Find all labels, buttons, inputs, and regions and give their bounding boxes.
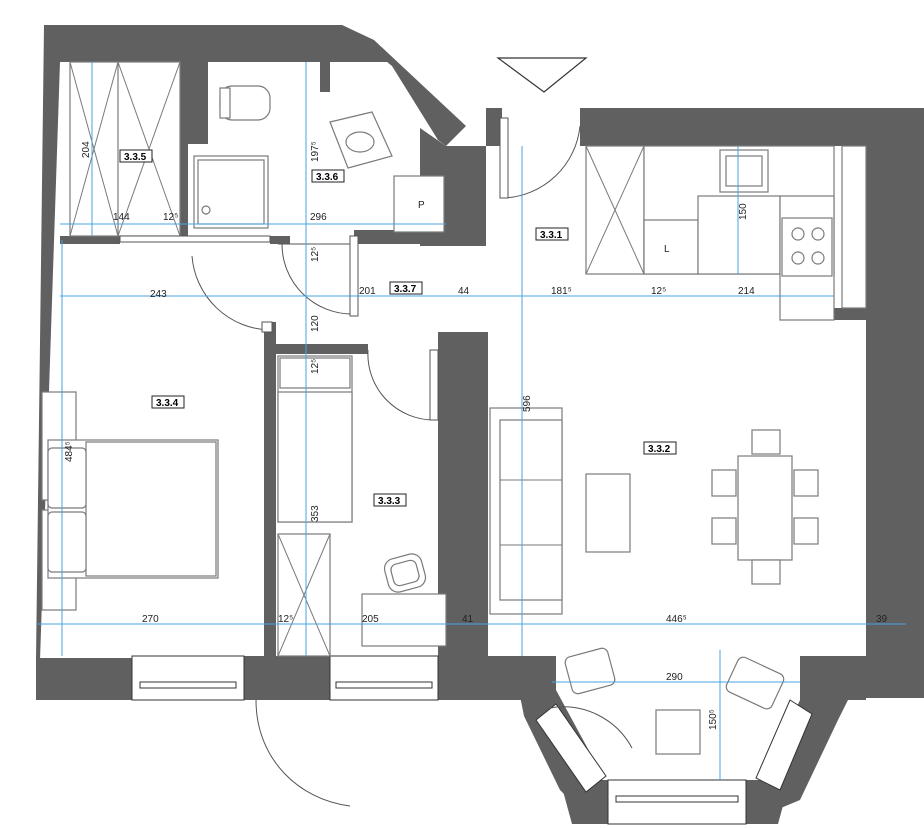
walls	[36, 25, 924, 824]
dim-204: 204	[81, 141, 92, 158]
window-bay-left	[535, 703, 607, 793]
room-labels: 3.3.5 3.3.6 3.3.1 3.3.7 3.3.4 3.3.2 3.3.…	[119, 149, 677, 507]
dim-150b: 150⁵	[708, 709, 719, 730]
chair	[751, 429, 781, 455]
dim-214: 214	[738, 286, 755, 297]
dim-144: 144	[113, 212, 130, 223]
dim-12c: 12⁵	[651, 286, 666, 297]
door-334	[191, 255, 271, 331]
svg-text:3.3.1: 3.3.1	[540, 230, 563, 241]
door-balcony	[255, 699, 351, 807]
door-333	[367, 349, 435, 421]
svg-text:3.3.2: 3.3.2	[648, 444, 671, 455]
svg-text:3.3.7: 3.3.7	[394, 284, 417, 295]
room-label-336: 3.3.6	[311, 169, 345, 183]
dim-12e: 12⁵	[278, 614, 293, 625]
chair	[751, 559, 781, 585]
dim-12d: 12⁵	[310, 359, 321, 374]
dim-181: 181⁵	[551, 286, 572, 297]
door-bay	[549, 706, 633, 749]
room-label-331: 3.3.1	[535, 227, 569, 241]
dim-596: 596	[522, 395, 533, 412]
dim-150a: 150	[738, 203, 749, 220]
coffee-table	[585, 473, 631, 553]
dimension-labels: 204 144 12⁵ 296 197⁵ 12⁵ 150 243 201 44 …	[64, 141, 888, 730]
dim-39: 39	[876, 614, 888, 625]
dim-201: 201	[359, 286, 376, 297]
svg-text:3.3.6: 3.3.6	[316, 172, 339, 183]
desk	[361, 593, 447, 647]
chair	[793, 469, 819, 497]
dim-484: 484⁵	[64, 441, 75, 462]
svg-text:3.3.4: 3.3.4	[156, 398, 179, 409]
window-bedroom	[131, 655, 245, 701]
svg-text:P: P	[418, 200, 425, 211]
dim-270: 270	[142, 614, 159, 625]
window-room-333	[329, 655, 439, 701]
side-table	[655, 709, 701, 755]
dim-243: 243	[150, 289, 167, 300]
dimension-lines	[36, 62, 906, 780]
armchair-left	[564, 647, 616, 695]
room-label-333: 3.3.3	[373, 493, 407, 507]
dim-120: 120	[310, 315, 321, 332]
dim-44: 44	[458, 286, 470, 297]
doors	[119, 117, 633, 807]
room-label-334: 3.3.4	[151, 395, 185, 409]
room-label-335: 3.3.5	[119, 149, 153, 163]
washing-machine	[393, 175, 445, 233]
dim-205: 205	[362, 614, 379, 625]
dim-446: 446⁵	[666, 614, 687, 625]
chair	[793, 517, 819, 545]
sliding-door	[119, 235, 271, 243]
desk-chair	[383, 553, 427, 593]
chair	[711, 517, 737, 545]
entrance-door	[503, 118, 581, 199]
windows	[131, 655, 813, 825]
armchair-right	[725, 656, 785, 710]
chair	[711, 469, 737, 497]
room-label-332: 3.3.2	[643, 441, 677, 455]
room-label-337: 3.3.7	[389, 281, 423, 295]
window-bay-right	[755, 699, 813, 791]
entrance-arrow-icon	[496, 57, 588, 93]
dim-290: 290	[666, 672, 683, 683]
dining-table	[737, 455, 793, 561]
svg-text:3.3.5: 3.3.5	[124, 152, 147, 163]
dim-12a: 12⁵	[163, 212, 178, 223]
dim-296: 296	[310, 212, 327, 223]
furniture: P L	[41, 57, 867, 755]
dim-12b: 12⁵	[310, 247, 321, 262]
dim-197: 197⁵	[310, 141, 321, 162]
dim-353: 353	[310, 505, 321, 522]
svg-text:L: L	[664, 244, 670, 255]
dim-41: 41	[462, 614, 474, 625]
svg-text:3.3.3: 3.3.3	[378, 496, 401, 507]
